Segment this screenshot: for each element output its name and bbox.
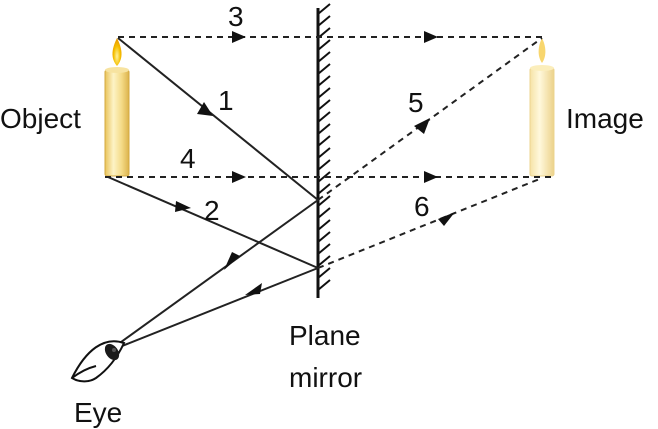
mirror-hatch-mark [317, 279, 331, 291]
mirror-hatch-mark [317, 51, 331, 63]
ray-3 [118, 31, 542, 43]
mirror-hatch-mark [317, 255, 331, 267]
mirror-hatch-mark [317, 267, 331, 279]
object-flame [112, 38, 122, 66]
ray-4-arrow-reflected [424, 171, 438, 183]
mirror-hatch-mark [317, 63, 331, 75]
ray-3-label: 3 [228, 1, 244, 32]
mirror-hatch-mark [317, 219, 331, 231]
ray-4-label: 4 [180, 143, 196, 174]
mirror-hatch-mark [317, 183, 331, 195]
mirror-hatch-mark [317, 231, 331, 243]
ray-6-arrow [438, 212, 455, 226]
mirror-hatch-mark [317, 135, 331, 147]
mirror-hatch-mark [317, 207, 331, 219]
ray-2-arrow [175, 201, 191, 212]
mirror-hatch-mark [317, 3, 331, 15]
plane-mirror [316, 3, 331, 298]
ray-5-arrow [414, 118, 430, 134]
eye-icon [70, 340, 126, 383]
mirror-hatch-mark [317, 171, 331, 183]
mirror-hatch-mark [317, 159, 331, 171]
ray-6-label: 6 [414, 191, 430, 222]
ray-5 [317, 37, 543, 201]
ray-2 [107, 176, 319, 351]
mirror-hatch-mark [317, 39, 331, 51]
ray-4-arrow [232, 171, 246, 183]
eye-label: Eye [74, 397, 122, 428]
ray-4 [105, 171, 554, 183]
mirror-hatch-mark [317, 99, 331, 111]
mirror-hatch-mark [317, 111, 331, 123]
mirror-hatch-mark [317, 75, 331, 87]
mirror-label-line1: Plane [289, 320, 361, 351]
image-label: Image [566, 103, 644, 134]
image-flame [538, 38, 546, 63]
mirror-hatch-mark [317, 87, 331, 99]
ray-1 [109, 37, 319, 351]
mirror-label-line2: mirror [289, 362, 362, 393]
mirror-hatch-mark [317, 147, 331, 159]
ray-3-arrow [232, 31, 246, 43]
ray-5-label: 5 [408, 87, 424, 118]
ray-3-arrow-reflected [424, 31, 438, 43]
image-candle [529, 38, 555, 177]
ray-2-reflected-arrow [245, 283, 262, 295]
ray-6 [317, 177, 543, 269]
ray-1-label: 1 [218, 85, 234, 116]
ray-1-reflected-arrow [224, 252, 240, 270]
mirror-hatch-mark [317, 123, 331, 135]
object-label: Object [0, 103, 81, 134]
mirror-hatch-mark [317, 15, 331, 27]
mirror-hatch-mark [317, 243, 331, 255]
ray-2-label: 2 [204, 195, 220, 226]
object-candle [104, 38, 130, 177]
ray-1-arrow [197, 102, 213, 116]
mirror-hatch-mark [317, 195, 331, 207]
